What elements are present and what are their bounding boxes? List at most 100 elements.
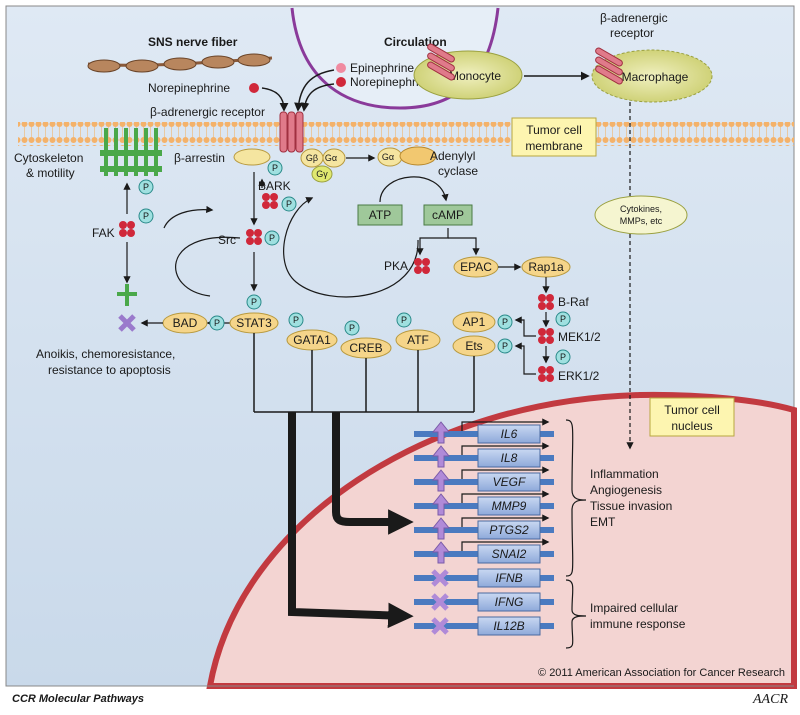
transcription-arrow [461,538,550,551]
erk-kinase-icon [538,366,554,382]
outcome-inflammation: Inflammation [590,467,659,481]
creb-label: CREB [349,341,382,355]
footer-journal-label: CCR Molecular Pathways [12,693,144,705]
svg-text:P: P [214,318,220,328]
monocyte-label: Monocyte [449,69,501,83]
repression-x-icon [431,617,449,635]
mek-label: MEK1/2 [558,330,601,344]
gene-label: IFNB [495,571,522,585]
nerve-fiber-label: SNS nerve fiber [148,35,238,49]
outcome-emt: EMT [590,515,616,529]
gene-box [477,568,541,588]
gene-box [477,472,541,492]
norepinephrine-circ-dot [336,77,346,87]
camp-to-pka-arrow [416,228,449,256]
gene-label: IL6 [501,427,518,441]
erk-label: ERK1/2 [558,369,600,383]
svg-text:P: P [560,314,566,324]
camp-box [423,204,473,226]
atp-label: ATP [369,208,391,222]
gene-label: MMP9 [492,499,527,513]
gene-box [477,520,541,540]
transcription-arrow [461,466,550,479]
nucleus-label-1: Tumor cell [664,403,720,417]
outcome-tissue-invasion: Tissue invasion [590,499,672,513]
svg-text:P: P [272,163,278,173]
gene-row-mmp9: MMP9 [414,490,554,516]
src-kinase-icon [246,229,262,245]
svg-text:P: P [269,233,275,243]
svg-text:P: P [560,352,566,362]
cytoskeleton-label-2: & motility [26,166,75,180]
gene-row-ifng: IFNG [414,592,554,612]
upregulated-bracket [565,419,587,577]
transcription-arrow [461,490,550,503]
svg-text:P: P [143,182,149,192]
repression-x-icon [431,569,449,587]
upregulation-arrow-icon [431,517,451,540]
transcription-arrow [461,514,550,527]
gene-box [477,592,541,612]
mek-to-ap1-arrow [514,316,536,337]
upregulation-arrow-icon [431,445,451,468]
upregulation-arrow-icon [431,541,451,564]
svg-text:P: P [349,323,355,333]
atp-box [357,204,403,226]
g-gamma [311,165,333,183]
beta-adrenergic-receptor [279,111,304,153]
epinephrine-dot [336,63,346,73]
gata1-label: GATA1 [293,333,331,347]
src-loop-path [175,236,241,297]
nerve-to-receptor-arrow [261,87,289,112]
cytokines-ellipse [594,195,688,235]
fak-label: FAK [92,226,115,240]
gene-row-il6: IL6 [414,418,554,444]
gene-row-il8: IL8 [414,442,554,468]
svg-text:P: P [286,199,292,209]
pka-kinase-icon [414,258,430,274]
copyright-text: © 2011 American Association for Cancer R… [538,667,785,679]
svg-text:P: P [293,315,299,325]
upregulation-arrow-icon [431,493,451,516]
membrane-label-box: Tumor cell membrane [511,117,597,157]
cytokines-label-2: MMPs, etc [620,216,663,226]
stat3-label: STAT3 [236,316,272,330]
phosphate-icons: P P P P P P P P P P P P P P [138,160,571,365]
monocyte-cell: Monocyte [413,43,523,100]
norepinephrine-arrow [300,83,335,112]
svg-text:P: P [401,315,407,325]
gene-label: SNAI2 [492,547,527,561]
gene-row-ptgs2: PTGS2 [414,514,554,540]
svg-text:P: P [502,317,508,327]
g-alpha-label: Gα [325,153,337,163]
ap1-protein [452,311,496,333]
norepinephrine-circ-label: Norepinephrine [350,75,432,89]
repression-x-icon [431,593,449,611]
gene-label: IFNG [495,595,524,609]
svg-text:P: P [143,211,149,221]
epinephrine-label: Epinephrine [350,61,414,75]
norepinephrine-nerve-dot [249,83,259,93]
gene-label: IL8 [501,451,518,465]
braf-label: B-Raf [558,295,589,309]
fak-kinase-icon [119,221,135,237]
gene-row-il12b: IL12B [414,616,554,636]
beta-receptor-top-label-2: receptor [610,26,654,40]
gene-label: VEGF [493,475,526,489]
repression-thick-arrow [288,412,414,629]
downregulated-bracket [565,579,587,649]
braf-kinase-icon [538,294,554,310]
beta-arrestin-label: β-arrestin [174,151,225,165]
epinephrine-arrow [294,69,335,112]
gene-box [477,616,541,636]
ap1-label: AP1 [463,315,486,329]
gene-box [477,448,541,468]
gene-row-ifnb: IFNB [414,568,554,588]
transcription-arrow [461,418,550,431]
atp-to-camp-arrow [379,176,449,203]
nucleus-label-box: Tumor cell nucleus [649,397,735,437]
g-gamma-label: Gγ [316,169,328,179]
adenylyl-cyclase [399,146,437,166]
membrane-label-1: Tumor cell [526,123,582,137]
